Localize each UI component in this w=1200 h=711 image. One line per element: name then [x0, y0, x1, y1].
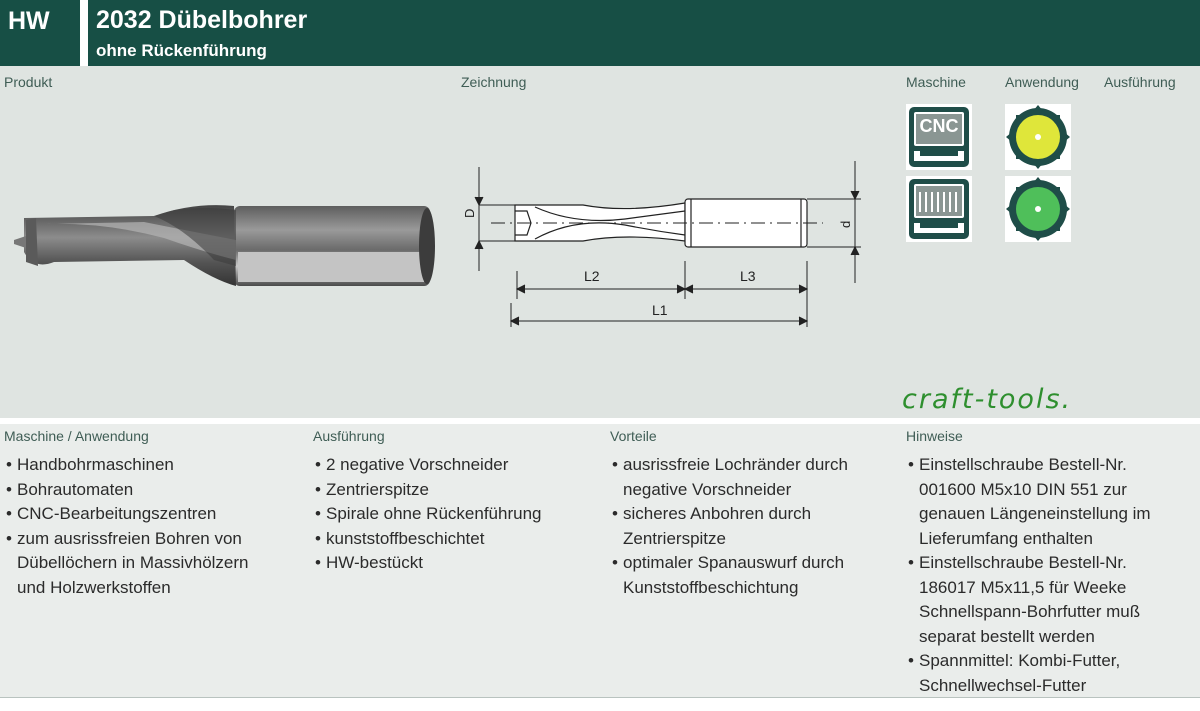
header-separator	[80, 0, 88, 66]
dim-label-D: D	[462, 208, 477, 218]
column-title: Hinweise	[906, 428, 963, 444]
list-item: •Handbohrmaschinen	[6, 455, 174, 474]
list-item: •Zentrierspitze	[315, 479, 429, 499]
dim-label-d: d	[838, 220, 853, 228]
section-label-maschine: Maschine	[906, 74, 966, 90]
section-label-anwendung: Anwendung	[1005, 74, 1079, 90]
material-code-text: HW	[8, 7, 50, 35]
dim-label-L1: L1	[652, 302, 668, 318]
header: HW 2032 Dübelbohrer ohne Rückenführung	[0, 0, 1200, 66]
feature-list: •2 negative Vorschneider •Zentrierspitze…	[313, 453, 541, 576]
list-item: •Spannmittel: Kombi-Futter,Schnellwechse…	[908, 651, 1121, 695]
list-item: •HW-bestückt	[315, 553, 423, 572]
brand-logo-text: craft-tools.	[902, 384, 1073, 415]
page-title: 2032 Dübelbohrer	[96, 6, 308, 34]
feature-list: •Einstellschraube Bestell-Nr.001600 M5x1…	[906, 453, 1151, 698]
page-subtitle: ohne Rückenführung	[96, 41, 267, 60]
boring-machine-icon	[906, 176, 972, 242]
details-band	[0, 424, 1200, 697]
list-item: •Einstellschraube Bestell-Nr.186017 M5x1…	[908, 553, 1141, 646]
list-item: •2 negative Vorschneider	[315, 455, 509, 474]
list-item: •CNC-Bearbeitungszentren	[6, 504, 217, 523]
section-label-produkt: Produkt	[4, 74, 53, 90]
section-divider	[0, 418, 1200, 424]
technical-drawing	[474, 161, 861, 327]
list-item: •Bohrautomaten	[6, 479, 134, 499]
list-item: •Einstellschraube Bestell-Nr.001600 M5x1…	[908, 455, 1151, 548]
cnc-label: CNC	[919, 116, 959, 136]
dim-label-L2: L2	[584, 268, 600, 284]
cnc-machine-icon: CNC	[906, 104, 972, 170]
list-item: •kunststoffbeschichtet	[315, 528, 485, 548]
column-title: Maschine / Anwendung	[4, 428, 149, 444]
material-code: HW	[0, 0, 80, 66]
section-label-zeichnung: Zeichnung	[461, 74, 527, 90]
drill-product-image	[14, 205, 435, 286]
feature-list: •Handbohrmaschinen •Bohrautomaten •CNC-B…	[4, 453, 249, 600]
saw-blade-green-icon	[1005, 176, 1071, 242]
section-label-ausfuehrung: Ausführung	[1104, 74, 1176, 90]
footer-line	[0, 697, 1200, 698]
dim-label-L3: L3	[740, 268, 756, 284]
list-item: •Spirale ohne Rückenführung	[315, 504, 542, 523]
column-title: Ausführung	[313, 428, 385, 444]
saw-blade-yellow-icon	[1005, 104, 1071, 170]
column-title: Vorteile	[610, 428, 657, 444]
